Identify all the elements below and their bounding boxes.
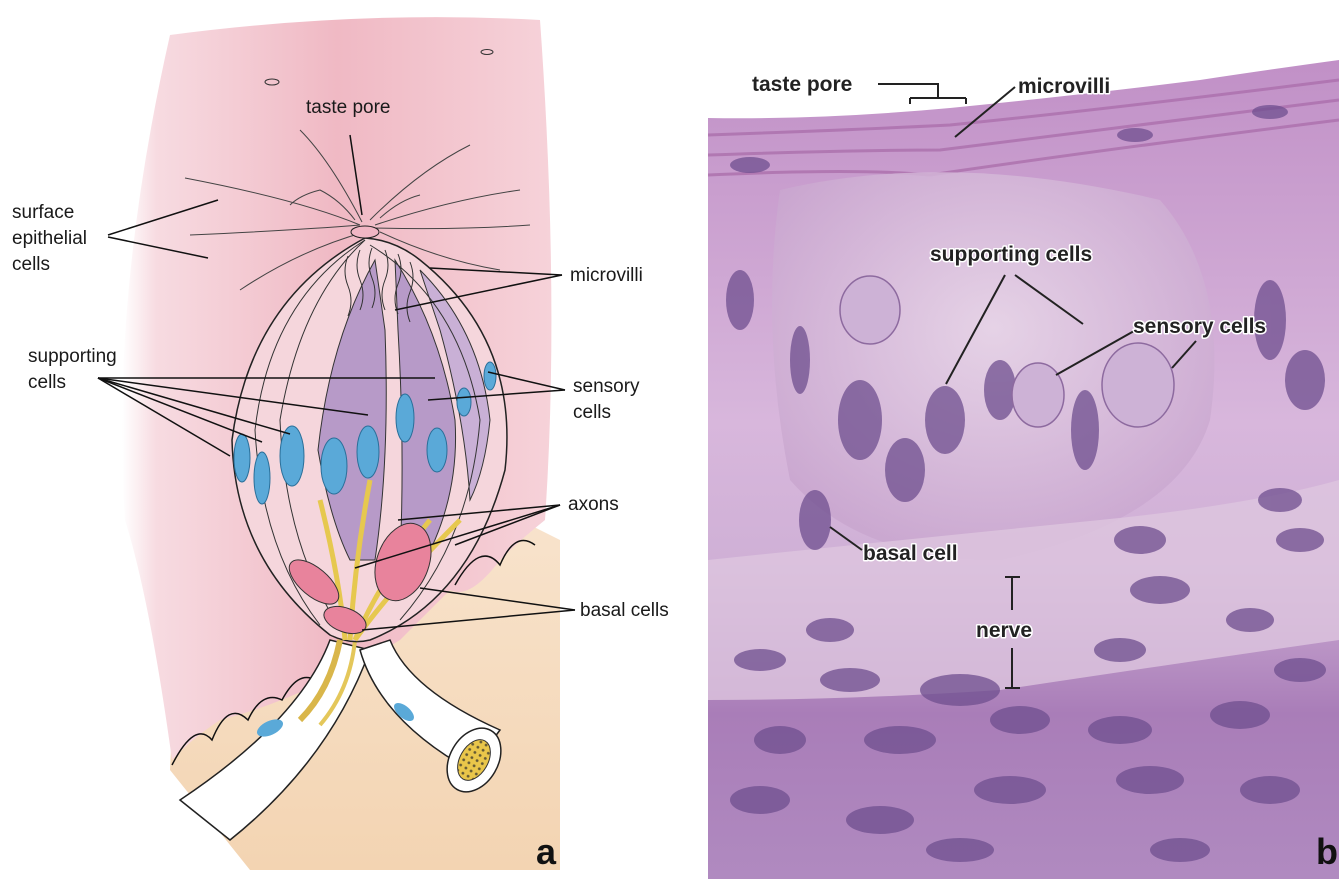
label-axons: axons (568, 494, 619, 515)
label-microvilli-b: microvilli (1018, 75, 1110, 98)
label-sensory-cells-b: sensory cells (1133, 315, 1266, 338)
nucleus (484, 362, 496, 390)
nucleus (427, 428, 447, 472)
nucleus (280, 426, 304, 486)
panel-a-drawing: taste pore surface epithelial cells micr… (12, 17, 669, 872)
label-surface-line1: surface (12, 202, 74, 223)
label-nerve-b: nerve (976, 619, 1032, 642)
label-surface-line3: cells (12, 254, 50, 275)
label-surface-line2: epithelial (12, 228, 87, 249)
label-basal-cells: basal cells (580, 600, 669, 621)
label-microvilli-a: microvilli (570, 265, 643, 286)
label-taste-pore-a: taste pore (306, 97, 391, 118)
panel-letter-a: a (536, 831, 557, 872)
nucleus (357, 426, 379, 478)
panel-b-micrograph: taste pore microvilli supporting cells s… (708, 50, 1339, 879)
nucleus (234, 434, 250, 482)
label-basal-cell-b: basal cell (863, 542, 958, 565)
label-taste-pore-b: taste pore (752, 73, 852, 96)
label-supporting-cells-b: supporting cells (930, 243, 1092, 266)
nucleus (321, 438, 347, 494)
label-sensory-line1: sensory (573, 376, 640, 397)
nucleus (457, 388, 471, 416)
label-supporting-line2: cells (28, 372, 66, 393)
label-supporting-line1: supporting (28, 346, 117, 367)
nucleus (254, 452, 270, 504)
label-sensory-line2: cells (573, 402, 611, 423)
taste-pore-opening (351, 226, 379, 238)
panel-letter-b: b (1316, 831, 1338, 872)
nucleus (396, 394, 414, 442)
